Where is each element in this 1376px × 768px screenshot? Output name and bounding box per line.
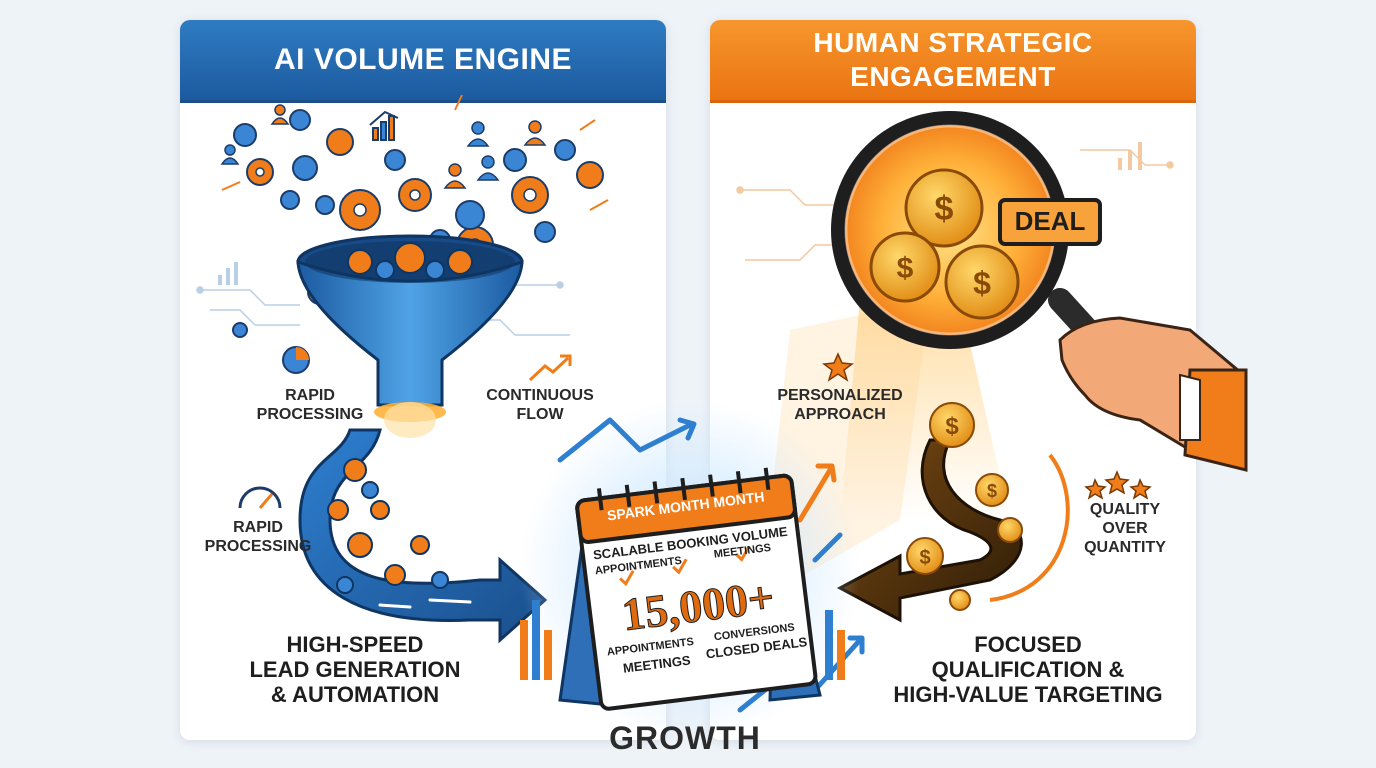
funnel-graphic (296, 234, 524, 438)
person-icon (270, 104, 547, 189)
label-quality-over-quantity: QUALITY OVER QUANTITY (1084, 501, 1166, 556)
svg-text:$: $ (897, 252, 914, 285)
circuit-lines-right (736, 149, 1174, 261)
coin-icon (906, 402, 1023, 611)
label-personalized-approach: PERSONALIZED APPROACH (777, 387, 903, 423)
pie-chart-icon (282, 346, 310, 374)
calendar-text: SPARK MONTH MONTH SCALABLE BOOKING VOLUM… (576, 475, 816, 710)
speedometer-icon (238, 486, 282, 509)
deal-tag (998, 198, 1102, 246)
hand-icon (1058, 316, 1248, 472)
human-engagement-title: HUMAN STRATEGIC ENGAGEMENT (710, 20, 1196, 103)
coin-flow: $ $ $ (836, 402, 1023, 623)
star-icon (822, 352, 1152, 500)
label-left-summary: HIGH-SPEED LEAD GENERATION & AUTOMATION (249, 632, 461, 707)
orange-arrow (989, 453, 1070, 602)
bar-chart-icon (218, 262, 238, 285)
ai-volume-title: AI VOLUME ENGINE (180, 20, 666, 103)
svg-text:$: $ (919, 547, 930, 569)
calendar-meetings-2: MEETINGS (622, 652, 692, 676)
label-rapid-processing-bottom: RAPID PROCESSING (204, 519, 312, 555)
light-beam (840, 300, 1010, 520)
svg-text:$: $ (973, 265, 991, 301)
bar-chart-icon (369, 110, 399, 141)
growth-label: GROWTH (609, 720, 761, 756)
label-rapid-processing-top: RAPID PROCESSING (256, 387, 364, 423)
svg-text:$: $ (987, 481, 997, 501)
svg-text:$: $ (935, 190, 954, 228)
trend-arrow-icon (528, 354, 572, 382)
gear-icon (232, 322, 248, 338)
label-right-summary: FOCUSED QUALIFICATION & HIGH-VALUE TARGE… (893, 632, 1163, 707)
bar-chart-icon (520, 600, 845, 680)
blue-data-flow (298, 428, 548, 644)
label-continuous-flow: CONTINUOUS FLOW (486, 387, 594, 423)
person-icon (220, 121, 500, 181)
svg-text:$: $ (945, 413, 959, 440)
coin-icon (869, 168, 1020, 320)
deal-tag-label: DEAL (1014, 206, 1086, 236)
bar-chart-icon (1118, 142, 1142, 170)
magnifier-icon: $ $ $ (831, 111, 1172, 422)
calendar-graphic (558, 467, 822, 711)
